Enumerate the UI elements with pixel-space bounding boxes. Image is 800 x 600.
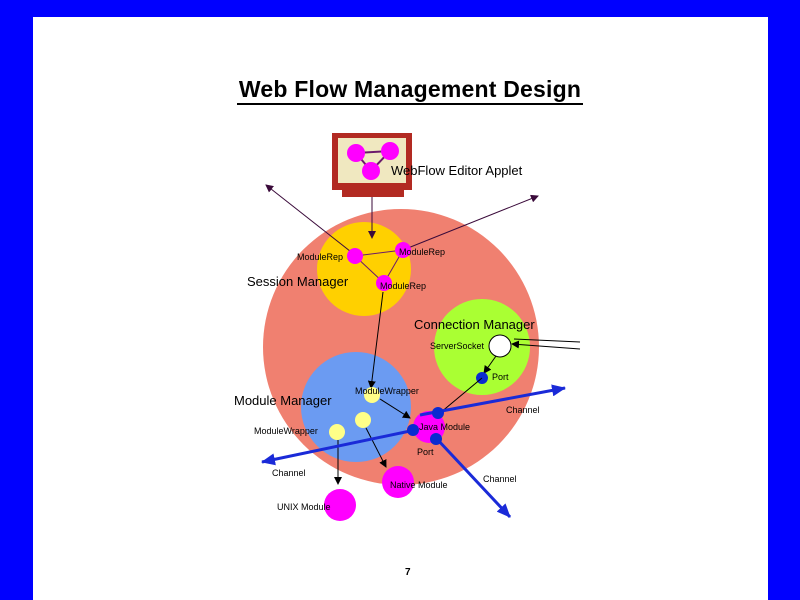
module-wrapper-node-3 (329, 424, 345, 440)
port-label-1: Port (492, 372, 509, 382)
channel-arrow-1 (419, 384, 566, 417)
socket-to-port-arrow (483, 355, 497, 374)
server-socket-label: ServerSocket (430, 341, 485, 351)
modulerep-node-1 (347, 248, 363, 264)
connection-manager-circle (434, 299, 530, 395)
page-title-text: Web Flow Management Design (236, 76, 584, 105)
modulerep-label-3: ModuleRep (380, 281, 426, 291)
module-manager-label: Module Manager (234, 393, 332, 408)
outward-arrow-right (402, 194, 539, 251)
page-title: Web Flow Management Design (0, 76, 800, 105)
port-node-2 (432, 407, 444, 419)
editor-monitor-icon (332, 133, 412, 197)
port-label-2: Port (417, 447, 434, 457)
channel-arrow-2 (261, 428, 416, 466)
connection-manager-label: Connection Manager (414, 317, 535, 332)
module-manager-circle (301, 352, 411, 462)
session-manager-label: Session Manager (247, 274, 349, 289)
channel-label-3: Channel (483, 474, 517, 484)
outward-arrow-left (265, 184, 356, 256)
module-wrapper-label-2: ModuleWrapper (254, 426, 318, 436)
channel-label-1: Channel (506, 405, 540, 415)
unix-module-node (324, 489, 356, 521)
java-module-label: Java Module (419, 422, 470, 432)
port-node-3 (407, 424, 419, 436)
module-wrapper-label-1: ModuleWrapper (355, 386, 419, 396)
modulerep-node-2 (395, 242, 411, 258)
channel-arrow-3 (434, 436, 512, 519)
module-wrapper-node-1 (364, 387, 380, 403)
port-node-4 (430, 433, 442, 445)
page-number: 7 (405, 567, 411, 578)
channel-label-2: Channel (272, 468, 306, 478)
native-module-node (382, 466, 414, 498)
editor-label: WebFlow Editor Applet (391, 163, 523, 178)
modulerep-node-3 (376, 275, 392, 291)
module-wrapper-node-2 (355, 412, 371, 428)
unix-module-label: UNIX Module (277, 502, 331, 512)
session-manager-circle (317, 222, 411, 316)
modulerep-label-1: ModuleRep (297, 252, 343, 262)
native-module-label: Native Module (390, 480, 448, 490)
server-socket-node (488, 334, 512, 358)
modulerep-label-2: ModuleRep (399, 247, 445, 257)
modulerep-to-wrapper-arrow (367, 291, 384, 389)
